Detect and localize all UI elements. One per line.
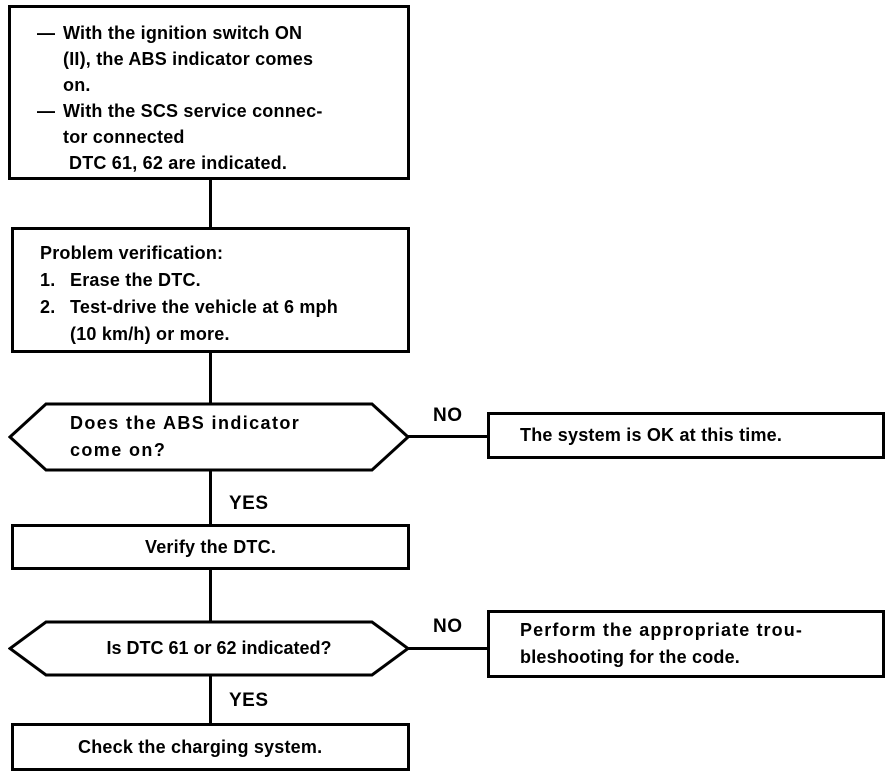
branch-label-no-2: NO: [433, 616, 463, 637]
dtc-question-text: Is DTC 61 or 62 indicated?: [54, 620, 384, 677]
text-line: Test-drive the vehicle at 6 mph: [70, 297, 338, 317]
step-number: 2.: [40, 297, 56, 317]
node-system-ok: The system is OK at this time.: [487, 412, 885, 459]
dash-marker-icon: —: [37, 101, 56, 121]
node-troubleshoot: Perform the appropriate trou- bleshootin…: [487, 610, 885, 678]
text-line: bleshooting for the code.: [520, 647, 740, 667]
connector-no-branch-2: [408, 647, 489, 650]
step-text: Test-drive the vehicle at 6 mph (10 km/h…: [70, 294, 395, 348]
text-line: on.: [63, 75, 91, 95]
connector-no-branch-1: [408, 435, 489, 438]
text-line: DTC 61, 62 are indicated.: [69, 153, 288, 173]
text-line: With the SCS service connec-: [63, 101, 323, 121]
branch-label-yes-2: YES: [229, 690, 269, 711]
text-line: Does the ABS indicator: [70, 413, 301, 433]
connector-problem-verification-to-abs-question: [209, 351, 212, 405]
branch-label-no-1: NO: [433, 405, 463, 426]
node-verify-dtc: Verify the DTC.: [11, 524, 410, 570]
connector-yes-branch-1: [209, 470, 212, 526]
problem-verification-step-2: 2. Test-drive the vehicle at 6 mph (10 k…: [40, 294, 395, 348]
text-line: (10 km/h) or more.: [70, 324, 230, 344]
node-dtc-question: Is DTC 61 or 62 indicated?: [8, 620, 410, 677]
precondition-bullet-1: — With the ignition switch ON (II), the …: [37, 20, 393, 98]
step-text: Erase the DTC.: [70, 267, 395, 294]
system-ok-text: The system is OK at this time.: [520, 425, 783, 445]
hexagon-outline-icon: [8, 402, 410, 472]
text-line: (II), the ABS indicator comes: [63, 49, 314, 69]
connector-yes-branch-2: [209, 675, 212, 725]
text-line: Is DTC 61 or 62 indicated?: [106, 638, 332, 658]
step-number: 1.: [40, 270, 56, 290]
precondition-bullet-2-text: With the SCS service connec- tor connect…: [63, 98, 393, 176]
dash-marker-icon: —: [37, 23, 56, 43]
hexagon-outline-icon: [8, 620, 410, 677]
precondition-bullet-1-text: With the ignition switch ON (II), the AB…: [63, 20, 393, 98]
text-line: With the ignition switch ON: [63, 23, 303, 43]
node-abs-indicator-question: Does the ABS indicator come on?: [8, 402, 410, 472]
text-line: tor connected: [63, 127, 185, 147]
branch-label-yes-1: YES: [229, 493, 269, 514]
problem-verification-heading: Problem verification:: [40, 243, 224, 263]
connector-precondition-to-problem-verification: [209, 178, 212, 229]
problem-verification-step-1: 1. Erase the DTC.: [40, 267, 395, 294]
abs-indicator-question-text: Does the ABS indicator come on?: [70, 402, 370, 472]
connector-verify-dtc-to-dtc-question: [209, 569, 212, 623]
text-line: Perform the appropriate trou-: [520, 620, 803, 640]
precondition-bullet-2: — With the SCS service connec- tor conne…: [37, 98, 393, 176]
text-line: come on?: [70, 440, 167, 460]
text-line: Erase the DTC.: [70, 270, 201, 290]
node-precondition: — With the ignition switch ON (II), the …: [8, 5, 410, 180]
node-check-charging: Check the charging system.: [11, 723, 410, 771]
verify-dtc-text: Verify the DTC.: [144, 536, 277, 557]
node-problem-verification: Problem verification: 1. Erase the DTC. …: [11, 227, 410, 353]
check-charging-text: Check the charging system.: [78, 736, 323, 757]
